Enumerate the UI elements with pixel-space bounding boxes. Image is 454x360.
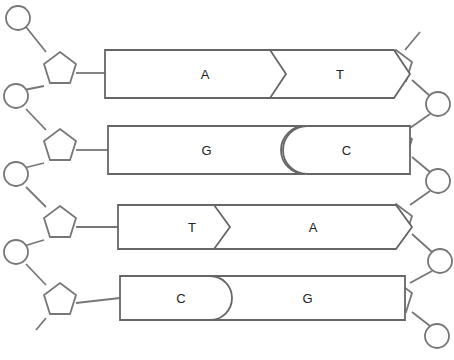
base-outline-path [108,126,305,174]
base-shape: C [283,126,410,174]
base-letter: T [270,50,410,98]
base-outline-path [210,276,405,320]
base-letter: G [210,276,405,320]
base-shape: C [120,276,242,320]
base-letter: G [108,126,305,174]
base-letter: C [283,126,410,174]
base-letter: C [120,276,242,320]
base-shape: G [108,126,305,174]
base-outline-path [283,126,410,174]
base-outline-path [214,205,412,249]
base-letter: A [214,205,412,249]
base-shape: G [210,276,405,320]
base-shape: T [270,50,410,98]
base-shape: A [214,205,412,249]
base-outline-path [270,50,410,98]
base-outline-path [120,276,242,320]
